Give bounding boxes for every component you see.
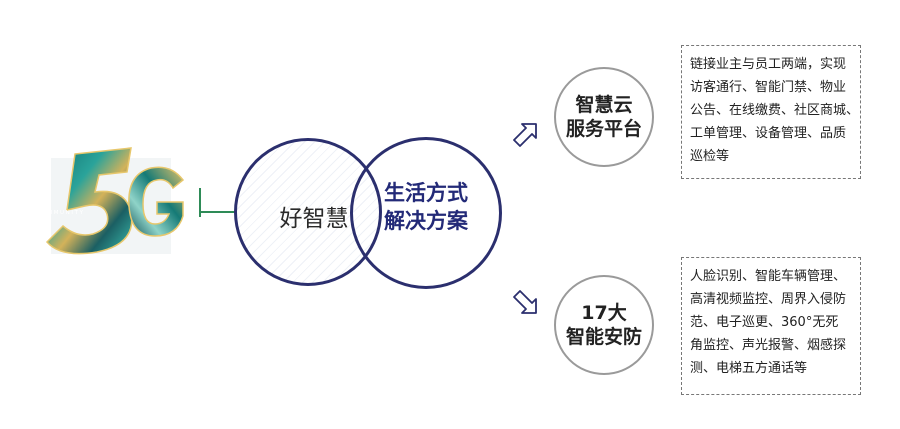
label-lifestyle-line-2: 解决方案 (384, 209, 468, 233)
5g-community-logo: COMMUNITY (33, 138, 193, 266)
5g-logo-graphic (45, 147, 185, 255)
smart-security-title-line-2: 智能安防 (565, 326, 642, 348)
arrow-up-right-icon (508, 118, 542, 152)
smart-security-desc-line: 角监控、声光报警、烟感探 (690, 338, 847, 353)
smart-security-title-line-1: 17大 (581, 302, 627, 324)
connector-vertical-line (199, 188, 201, 217)
smart-security-desc-line: 范、电子巡更、360°无死 (690, 315, 839, 330)
smart-security-desc-line: 高清视频监控、周界入侵防 (690, 292, 847, 307)
smart-cloud-title-line-2: 服务平台 (565, 118, 642, 140)
connector-horizontal-line (201, 211, 237, 213)
smart-cloud-desc-line: 公告、在线缴费、社区商城、 (690, 103, 860, 118)
smart-security-desc-line: 测、电梯五方通话等 (690, 361, 808, 376)
logo-community-text: COMMUNITY (36, 210, 85, 216)
circle-lifestyle-solution (350, 137, 502, 289)
smart-cloud-description-box: 链接业主与员工两端，实现 访客通行、智能门禁、物业 公告、在线缴费、社区商城、 … (681, 45, 861, 179)
smart-cloud-desc-line: 链接业主与员工两端，实现 (690, 57, 847, 72)
smart-cloud-desc-line: 工单管理、设备管理、品质 (690, 126, 847, 141)
smart-cloud-desc-line: 访客通行、智能门禁、物业 (690, 80, 847, 95)
smart-cloud-title-line-1: 智慧云 (575, 94, 633, 116)
arrow-down-right-icon (508, 285, 542, 319)
label-lifestyle-solution: 生活方式 解决方案 (372, 179, 480, 235)
circle-smart-cloud-platform: 智慧云 服务平台 (554, 67, 654, 167)
label-smart-living: 好智慧 (279, 206, 349, 232)
smart-security-description-box: 人脸识别、智能车辆管理、 高清视频监控、周界入侵防 范、电子巡更、360°无死 … (681, 257, 861, 395)
smart-security-desc-line: 人脸识别、智能车辆管理、 (690, 269, 847, 284)
circle-smart-security: 17大 智能安防 (554, 275, 654, 375)
smart-cloud-desc-line: 巡检等 (690, 149, 730, 164)
label-lifestyle-line-1: 生活方式 (384, 181, 468, 205)
